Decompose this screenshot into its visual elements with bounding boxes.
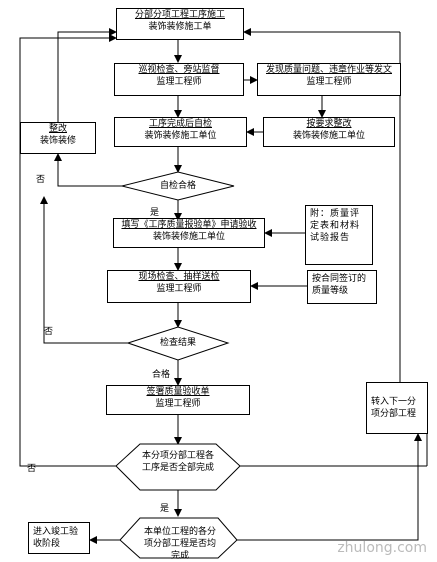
quality-acceptance-box: 签署质量验收单 监理工程师 xyxy=(106,385,250,415)
label-no-3: 否 xyxy=(27,464,37,474)
issue-notice-box: 发现质量问题、违章作业等发文 监理工程师 xyxy=(257,63,401,96)
issue-notice-title: 发现质量问题、违章作业等发文 xyxy=(265,65,392,75)
attachment-note-box: 附：质量评定表和材料试验报告 xyxy=(305,205,373,265)
decision-all-steps-complete-shape xyxy=(115,443,241,491)
label-no-2: 否 xyxy=(44,327,54,337)
rectify-as-required-title: 按要求整改 xyxy=(306,119,352,129)
inspection-request-title: 填写《工序质量报验单》申请验收 xyxy=(121,220,257,230)
decision-unit-project-complete-label: 本单位工程的各分项分部工程是否均完成 xyxy=(143,527,216,561)
inspection-request-party: 装饰装修施工单位 xyxy=(152,232,225,242)
quality-grade-note-box: 按合同签订的质量等级 xyxy=(307,270,377,304)
process-construction-box: 分部分项工程工序施工 装饰装修施工单 xyxy=(116,8,244,40)
decision-self-check-shape xyxy=(121,171,235,201)
self-check-box: 工序完成后自检 装饰装修施工单位 xyxy=(114,117,247,147)
rectify-party: 装饰装修 xyxy=(39,136,76,146)
process-construction-title: 分部分项工程工序施工 xyxy=(134,10,225,20)
decision-inspection-result-label: 检查结果 xyxy=(159,338,196,348)
decision-unit-project-complete-shape xyxy=(119,517,238,559)
quality-grade-note-text: 按合同签订的质量等级 xyxy=(312,274,367,296)
site-inspection-title: 现场检查、抽样送检 xyxy=(138,272,220,282)
patrol-inspection-party: 监理工程师 xyxy=(156,77,202,87)
rectify-as-required-party: 装饰装修施工单位 xyxy=(292,131,365,141)
next-project-box: 转入下一分项分部工程 xyxy=(366,382,428,434)
next-project-text: 转入下一分项分部工程 xyxy=(371,397,417,419)
watermark: zhulong.com xyxy=(337,540,427,556)
decision-inspection-result-shape xyxy=(126,326,230,361)
inspection-request-box: 填写《工序质量报验单》申请验收 装饰装修施工单位 xyxy=(113,218,265,248)
decision-self-check-label: 自检合格 xyxy=(159,181,196,191)
rectify-box: 整改 装饰装修 xyxy=(20,122,96,154)
completion-acceptance-text: 进入竣工验收阶段 xyxy=(33,527,79,549)
label-pass: 合格 xyxy=(152,370,171,380)
quality-acceptance-title: 签署质量验收单 xyxy=(146,387,210,397)
self-check-party: 装饰装修施工单位 xyxy=(144,131,217,141)
patrol-inspection-box: 巡视检查、旁站监督 监理工程师 xyxy=(114,63,244,96)
self-check-title: 工序完成后自检 xyxy=(148,119,212,129)
site-inspection-box: 现场检查、抽样送检 监理工程师 xyxy=(107,270,251,303)
attachment-note-text: 附：质量评定表和材料试验报告 xyxy=(310,209,361,243)
site-inspection-party: 监理工程师 xyxy=(156,284,202,294)
process-construction-party: 装饰装修施工单 xyxy=(148,22,212,32)
decision-all-steps-complete-label: 本分项分部工程各工序是否全部完成 xyxy=(141,451,214,473)
rectify-title: 整改 xyxy=(48,124,67,134)
label-no-1: 否 xyxy=(36,175,46,185)
patrol-inspection-title: 巡视检查、旁站监督 xyxy=(138,65,220,75)
issue-notice-party: 监理工程师 xyxy=(306,77,352,87)
label-yes-1: 是 xyxy=(150,208,160,218)
label-yes-2: 是 xyxy=(160,504,170,514)
quality-acceptance-party: 监理工程师 xyxy=(155,399,201,409)
rectify-as-required-box: 按要求整改 装饰装修施工单位 xyxy=(263,117,395,147)
completion-acceptance-box: 进入竣工验收阶段 xyxy=(28,522,90,554)
